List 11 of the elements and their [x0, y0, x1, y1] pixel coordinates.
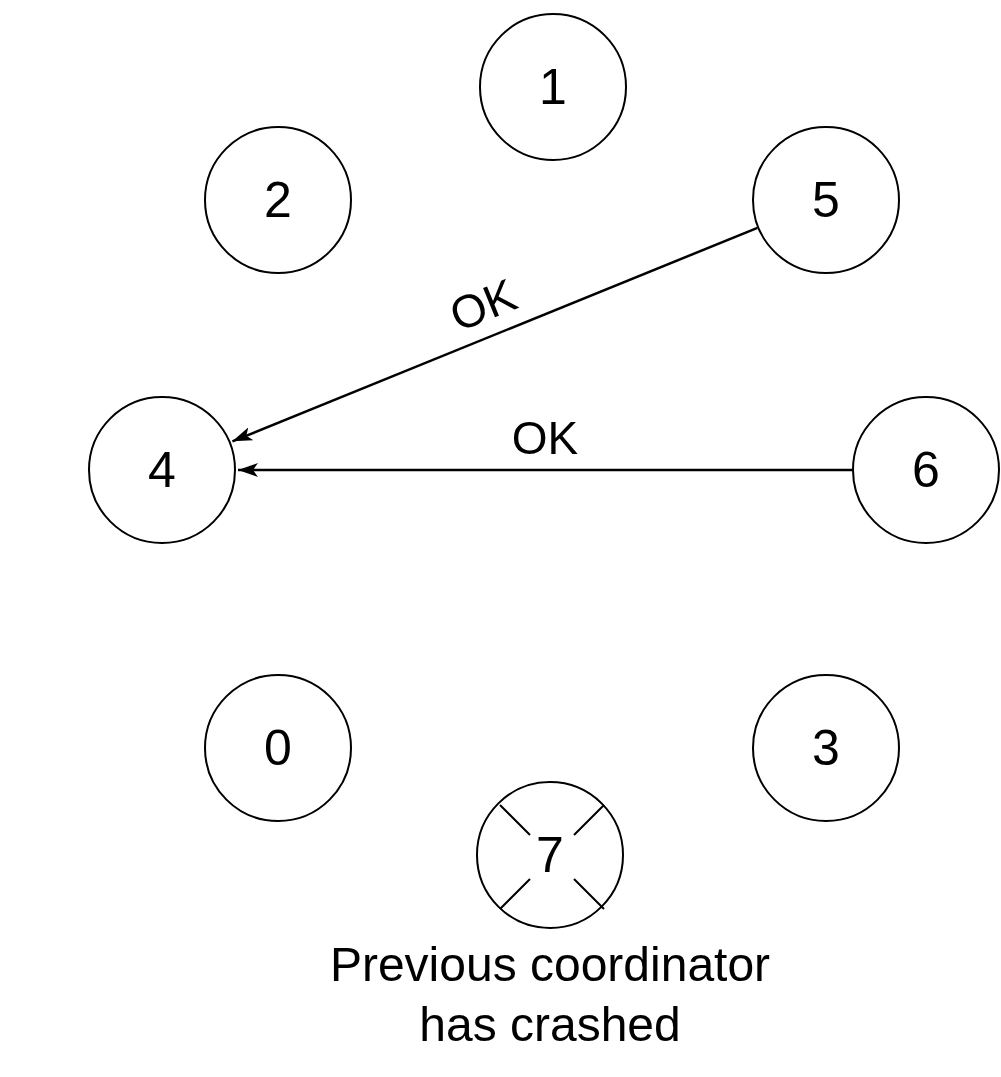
node-number: 6: [912, 445, 940, 495]
node-number: 7: [536, 830, 564, 880]
arrow: [238, 463, 852, 477]
node-number: 2: [264, 175, 292, 225]
node-number: 5: [812, 175, 840, 225]
node-number: 0: [264, 723, 292, 773]
node-number: 1: [539, 62, 567, 112]
arrow: [231, 226, 758, 443]
node-caption: Previous coordinator has crashed: [328, 937, 772, 1053]
node-number: 4: [148, 445, 176, 495]
node-number: 3: [812, 723, 840, 773]
